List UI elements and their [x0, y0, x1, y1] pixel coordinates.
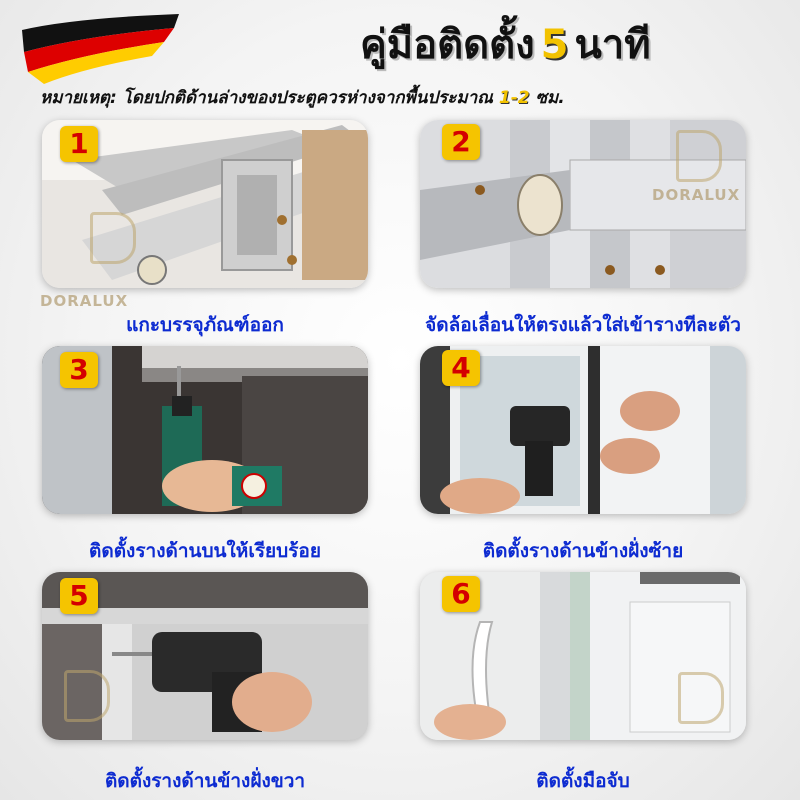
doralux-logo-icon	[676, 130, 722, 182]
german-flag-logo	[14, 8, 184, 88]
step-number: 4	[442, 350, 480, 386]
step-3-photo: 3	[42, 346, 368, 514]
step-number: 5	[60, 578, 98, 614]
step-5-caption: ติดตั้งรางด้านข้างฝั่งขวา	[104, 770, 306, 792]
step-number: 6	[442, 576, 480, 612]
step-4-photo: 4	[420, 346, 746, 514]
installation-note: หมายเหตุ: โดยปกติด้านล่างของประตูควรห่าง…	[40, 84, 780, 110]
step-3-caption: ติดตั้งรางด้านบนให้เรียบร้อย	[89, 540, 321, 562]
title-number: 5	[540, 22, 569, 68]
title-text: คู่มือติดตั้ง	[360, 22, 535, 68]
step-1-caption: แกะบรรจุภัณฑ์ออก	[126, 314, 284, 336]
step-number: 2	[442, 124, 480, 160]
step-number: 1	[60, 126, 98, 162]
step-1-photo: 1	[42, 120, 368, 288]
doralux-logo-icon	[90, 212, 136, 264]
note-text: หมายเหตุ: โดยปกติด้านล่างของประตูควรห่าง…	[40, 88, 493, 108]
step-6-photo: 6	[420, 572, 746, 740]
step-2-caption: จัดล้อเลื่อนให้ตรงแล้วใส่เข้ารางทีละตัว	[425, 314, 741, 336]
step-5-photo: 5	[42, 572, 368, 740]
watermark: DORALUX	[40, 292, 129, 310]
step-2-photo: 2 DORALUX	[420, 120, 746, 288]
step-number: 3	[60, 352, 98, 388]
watermark: DORALUX	[652, 186, 741, 204]
note-range: 1-2	[498, 88, 530, 108]
doralux-logo-icon	[64, 670, 110, 722]
note-unit: ซม.	[535, 88, 565, 108]
step-4-caption: ติดตั้งรางด้านข้างฝั่งซ้าย	[482, 540, 684, 562]
title-unit: นาที	[574, 22, 651, 68]
step-6-caption: ติดตั้งมือจับ	[536, 770, 630, 792]
doralux-logo-icon	[678, 672, 724, 724]
